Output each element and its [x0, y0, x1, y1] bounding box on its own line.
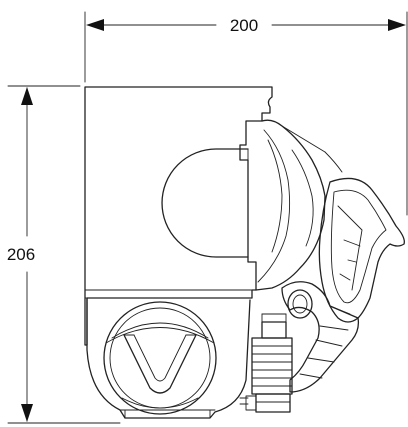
- pipe-fitting: [245, 313, 293, 413]
- width-dimension: 200: [84, 11, 408, 216]
- width-arrow-left: [86, 19, 104, 31]
- height-arrow-bottom: [21, 404, 33, 422]
- slotted-arm: [281, 281, 360, 393]
- width-arrow-right: [388, 19, 406, 31]
- lower-base: [86, 297, 251, 419]
- width-label: 200: [230, 16, 258, 35]
- height-label: 206: [7, 245, 35, 264]
- lever-handle: [318, 177, 405, 323]
- main-housing: [84, 86, 273, 346]
- height-dimension: 206: [7, 85, 121, 424]
- filter-element: [103, 301, 217, 415]
- height-arrow-top: [21, 87, 33, 105]
- cam-body: [255, 119, 343, 291]
- dome-cover: [161, 148, 249, 258]
